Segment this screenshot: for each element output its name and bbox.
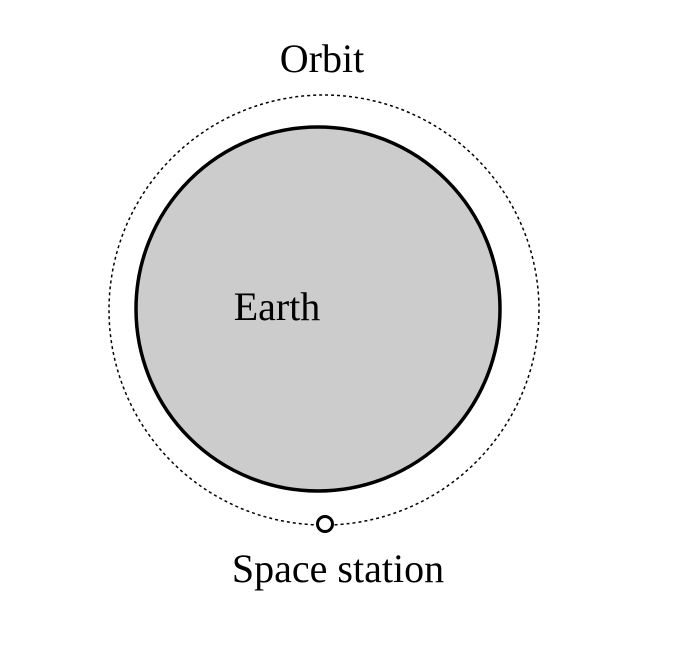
earth-label: Earth — [234, 284, 321, 329]
space-station-label: Space station — [232, 546, 444, 591]
earth-circle — [134, 125, 502, 493]
space-station-marker — [316, 515, 334, 533]
orbit-label: Orbit — [280, 36, 364, 81]
